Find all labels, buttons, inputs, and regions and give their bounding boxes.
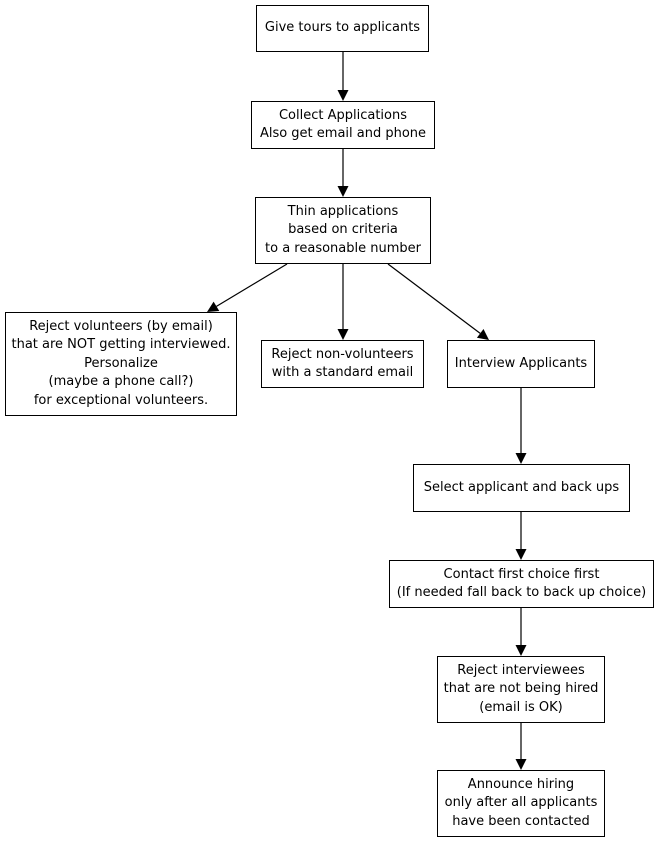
node-text-line: (If needed fall back to back up choice) xyxy=(396,585,647,600)
arrowhead-icon xyxy=(207,301,220,312)
node-text-line: Interview Applicants xyxy=(454,355,588,371)
node-text-line: Thin applications xyxy=(287,203,399,219)
node-text-line: (maybe a phone call?) xyxy=(48,374,194,390)
node-select: Select applicant and back ups xyxy=(413,464,630,512)
node-text-line: Personalize xyxy=(84,355,158,371)
node-text-line: only after all applicants xyxy=(444,795,598,811)
node-text-line: Also get email and phone xyxy=(259,126,427,141)
edge-tours-to-collect xyxy=(337,52,349,101)
node-reject-interviewees: Reject interviewees that are not being hi… xyxy=(437,656,605,723)
node-announce: Announce hiring only after all applicants… xyxy=(437,770,605,837)
edge-line xyxy=(216,263,288,307)
edge-line xyxy=(387,263,481,334)
arrowhead-icon xyxy=(515,453,527,464)
node-reject-volunteers: Reject volunteers (by email) that are NOT… xyxy=(5,312,237,416)
node-interview: Interview Applicants xyxy=(447,340,595,388)
node-text-line: Announce hiring xyxy=(467,776,575,792)
node-reject-nonvolunteers: Reject non-volunteers with a standard ema… xyxy=(261,340,424,388)
node-text-line: Select applicant and back ups xyxy=(423,479,620,495)
node-text-line: have been contacted xyxy=(452,813,590,829)
edge-reject-interviewees-to-announce xyxy=(515,723,527,770)
arrowhead-icon xyxy=(515,549,527,560)
node-text-line: that are not being hired xyxy=(443,681,599,697)
node-text-line: Reject non-volunteers xyxy=(271,346,414,362)
node-text-line: that are NOT getting interviewed. xyxy=(11,337,231,353)
node-contact: Contact first choice first (If needed fal… xyxy=(389,560,654,608)
node-text-line: Contact first choice first xyxy=(443,566,600,582)
edge-contact-to-reject-interviewees xyxy=(515,608,527,656)
node-text-line: with a standard email xyxy=(271,365,414,380)
arrowhead-icon xyxy=(337,186,349,197)
arrowhead-icon xyxy=(337,329,349,340)
node-text-line: (email is OK) xyxy=(479,699,563,715)
edge-thin-to-interview xyxy=(387,263,489,340)
node-text-line: to a reasonable number xyxy=(265,240,421,256)
node-text-line: Reject volunteers (by email) xyxy=(29,318,213,334)
arrowhead-icon xyxy=(476,328,489,340)
node-text-line: for exceptional volunteers. xyxy=(33,392,209,408)
node-text-line: based on criteria xyxy=(288,222,398,238)
edge-select-to-contact xyxy=(515,512,527,560)
edge-thin-to-reject-nonvolunteers xyxy=(337,264,349,340)
node-text-line: Collect Applications xyxy=(278,107,408,123)
edge-interview-to-select xyxy=(515,388,527,464)
arrowhead-icon xyxy=(515,759,527,770)
edge-collect-to-thin xyxy=(337,149,349,197)
arrowhead-icon xyxy=(337,90,349,101)
arrowhead-icon xyxy=(515,645,527,656)
node-text-line: Reject interviewees xyxy=(457,662,585,678)
node-text-line: Give tours to applicants xyxy=(264,20,421,36)
edge-thin-to-reject-volunteers xyxy=(207,263,288,312)
node-thin: Thin applications based on criteria to a r… xyxy=(255,197,431,264)
node-tours: Give tours to applicants xyxy=(256,5,429,52)
